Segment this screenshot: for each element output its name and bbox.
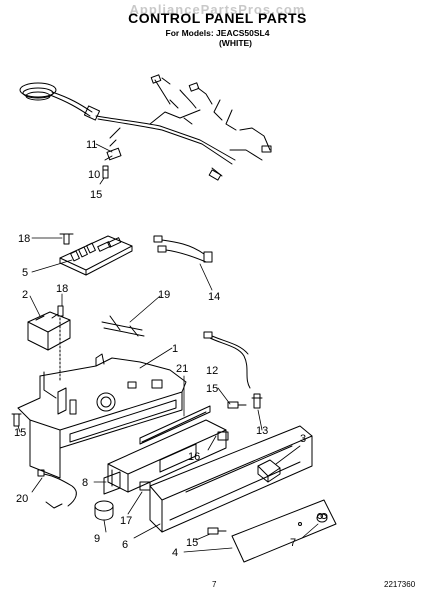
callout-16: 16 xyxy=(188,451,200,463)
switch-connector-part xyxy=(257,459,281,483)
wire-assembly-part xyxy=(153,235,213,263)
color-line: (WHITE) xyxy=(218,38,253,48)
callout-5: 5 xyxy=(22,267,28,279)
document-number: 2217360 xyxy=(384,580,416,589)
callout-12: 12 xyxy=(206,365,218,377)
callout-6: 6 xyxy=(122,539,128,551)
control-housing-part xyxy=(17,353,187,479)
seal-part xyxy=(139,405,211,445)
screw-part xyxy=(207,527,227,535)
callout-2: 2 xyxy=(22,289,28,301)
callout-17: 17 xyxy=(120,515,132,527)
knob-part xyxy=(316,513,328,523)
clip-part xyxy=(104,147,122,161)
transformer-part xyxy=(27,311,71,351)
bumper-part xyxy=(94,500,114,521)
callout-10: 10 xyxy=(88,169,100,181)
page-number: 7 xyxy=(212,580,217,589)
watermark: AppliancePartsPros.com xyxy=(129,2,306,17)
thermistor-part xyxy=(37,469,77,509)
screw-part xyxy=(227,401,247,409)
callout-1: 1 xyxy=(172,343,178,355)
callout-15: 15 xyxy=(14,427,26,439)
bracket-part xyxy=(103,471,121,495)
callout-21: 21 xyxy=(176,363,188,375)
leader-lines xyxy=(17,143,319,553)
control-panel-overlay-part xyxy=(231,499,337,563)
callout-19: 19 xyxy=(158,289,170,301)
callout-7: 7 xyxy=(290,537,296,549)
wire-harness-part xyxy=(19,74,272,181)
callout-13: 13 xyxy=(256,425,268,437)
mounting-bracket-part xyxy=(107,419,229,493)
callout-15: 15 xyxy=(186,537,198,549)
screw-part xyxy=(57,305,64,381)
callout-20: 20 xyxy=(16,493,28,505)
callout-11: 11 xyxy=(86,139,97,151)
callout-15: 15 xyxy=(90,189,102,201)
screw-part xyxy=(59,233,74,245)
control-panel-frame-part xyxy=(149,425,313,533)
screw-part xyxy=(11,413,22,427)
callout-8: 8 xyxy=(82,477,88,489)
screw-part xyxy=(102,165,109,179)
thermistor-wire-part xyxy=(203,331,251,389)
callout-15: 15 xyxy=(206,383,218,395)
sensor-clip-part xyxy=(251,393,263,409)
callout-4: 4 xyxy=(172,547,178,559)
strap-part xyxy=(101,315,145,337)
model-line: For Models: JEACS50SL4 xyxy=(165,28,270,38)
callout-14: 14 xyxy=(208,291,220,303)
callout-labels: 11 10 15 18 5 14 2 18 19 1 12 21 15 13 1… xyxy=(14,139,306,559)
page-title: CONTROL PANEL PARTS xyxy=(128,10,307,26)
callout-18: 18 xyxy=(18,233,30,245)
callout-9: 9 xyxy=(94,533,100,545)
control-board-part xyxy=(59,235,133,276)
callout-3: 3 xyxy=(300,433,306,445)
callout-18: 18 xyxy=(56,283,68,295)
